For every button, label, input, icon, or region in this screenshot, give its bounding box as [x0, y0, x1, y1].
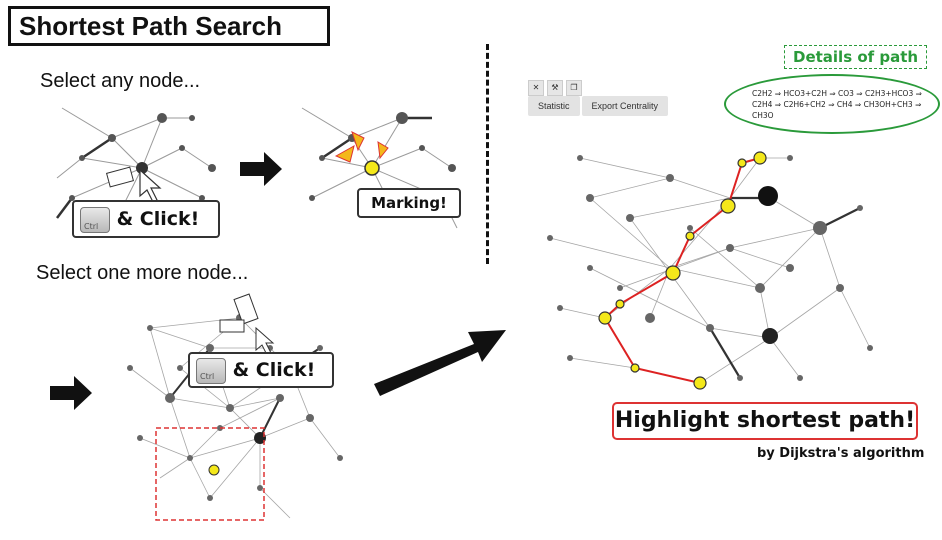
marking-badge: Marking!: [357, 188, 461, 218]
window-tabs: Statistic Export Centrality: [528, 96, 669, 116]
ctrl-click-badge-step3: Ctrl & Click!: [188, 352, 334, 388]
arrow-right-icon: [50, 376, 92, 410]
network-panel-step2[interactable]: [292, 98, 462, 243]
step3-caption: Select one more node...: [36, 262, 249, 284]
details-label: Details of path: [784, 45, 928, 69]
ctrl-key-icon: Ctrl: [196, 357, 226, 384]
path-details-text: C2H2 ⇒ HCO3+C2H ⇒ CO3 ⇒ C2H3+HCO3 ⇒ C2H4…: [752, 89, 922, 120]
click-label: & Click!: [116, 208, 200, 230]
highlight-path-badge: Highlight shortest path!: [612, 402, 918, 440]
arrow-right-icon: [240, 152, 282, 186]
close-icon[interactable]: ✕: [528, 80, 544, 96]
selection-box: [155, 427, 265, 521]
ctrl-click-badge-step1: Ctrl & Click!: [72, 200, 220, 238]
step1-caption: Select any node...: [40, 70, 201, 92]
network-panel-result[interactable]: [530, 118, 906, 400]
network-graph-step2[interactable]: [292, 98, 462, 243]
tab-statistic[interactable]: Statistic: [528, 96, 580, 116]
tab-export-centrality[interactable]: Export Centrality: [581, 96, 669, 116]
copy-icon[interactable]: ❐: [566, 80, 582, 96]
section-divider: [486, 44, 489, 264]
network-panel-step3[interactable]: [110, 288, 360, 533]
algorithm-label: by Dijkstra's algorithm: [757, 446, 925, 461]
ctrl-key-icon: Ctrl: [80, 206, 110, 233]
arrow-diagonal-icon: [374, 330, 506, 396]
click-label: & Click!: [232, 359, 316, 381]
window-toolbar: ✕ ⚒ ❐: [528, 80, 582, 102]
cursor-icon: [139, 168, 162, 203]
cursor-icon: [255, 326, 275, 356]
wrench-icon[interactable]: ⚒: [547, 80, 563, 96]
network-graph-result[interactable]: [530, 118, 906, 400]
path-nodes: [598, 151, 767, 390]
page-title: Shortest Path Search: [8, 6, 330, 46]
network-graph-step3[interactable]: [110, 288, 360, 533]
details-highlight-ellipse: [724, 74, 940, 134]
